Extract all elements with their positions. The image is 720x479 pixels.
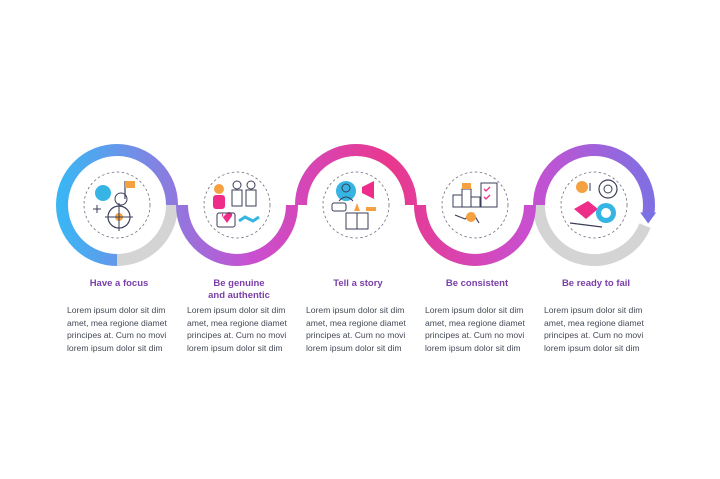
- gray-segment-1: [116, 204, 178, 266]
- step-title: Have a focus: [89, 278, 149, 289]
- band-segment-1: [56, 144, 178, 266]
- band-segment-3: [295, 144, 417, 206]
- storyteller-book-icon: [322, 171, 390, 239]
- step-description: Lorem ipsum dolor sit dim amet, mea regi…: [67, 305, 167, 353]
- flow-arrow-icon: [640, 212, 657, 224]
- target-focus-icon: [83, 171, 151, 239]
- step-title: Be genuine and authentic: [208, 278, 270, 301]
- band-segment-4: [414, 204, 536, 266]
- gradient-band: [56, 143, 657, 266]
- people-handshake-icon: [203, 171, 271, 239]
- fail-target-icon: [560, 171, 628, 239]
- step-title: Be ready to fail: [561, 278, 631, 289]
- band-segment-5: [533, 143, 655, 216]
- band-segment-2: [176, 204, 298, 266]
- step-description: Lorem ipsum dolor sit dim amet, mea regi…: [544, 305, 644, 353]
- step-title: Tell a story: [333, 278, 383, 289]
- step-description: Lorem ipsum dolor sit dim amet, mea regi…: [187, 305, 287, 353]
- step-description: Lorem ipsum dolor sit dim amet, mea regi…: [306, 305, 406, 353]
- step-description: Lorem ipsum dolor sit dim amet, mea regi…: [425, 305, 525, 353]
- gray-segment-5: [533, 204, 651, 266]
- steps-checklist-icon: [441, 171, 509, 239]
- step-title: Be consistent: [445, 278, 509, 289]
